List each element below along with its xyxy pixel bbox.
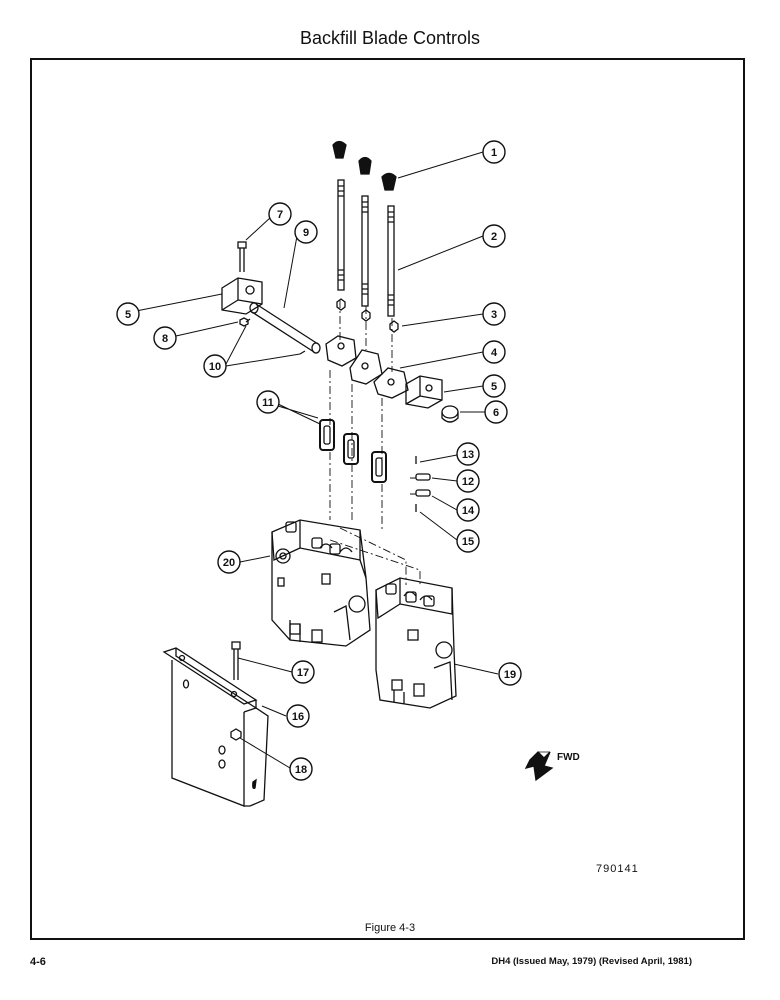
- svg-text:19: 19: [504, 669, 516, 681]
- pivot-pin: [249, 302, 321, 354]
- drawing-number: 790141: [596, 863, 639, 875]
- cotter-pins: [245, 318, 306, 355]
- callout-13: 13: [456, 442, 480, 466]
- callout-6: 6: [484, 400, 508, 424]
- svg-text:15: 15: [462, 536, 474, 548]
- control-valve-small: [375, 577, 457, 709]
- lever-rods: [337, 179, 395, 317]
- revision-footer: DH4 (Issued May, 1979) (Revised April, 1…: [491, 956, 692, 967]
- bracket-cap-screw: [231, 641, 241, 680]
- callout-10: 10: [203, 354, 227, 378]
- callout-5-right: 5: [482, 374, 506, 398]
- svg-text:2: 2: [491, 231, 497, 243]
- callout-9: 9: [294, 220, 318, 244]
- svg-text:6: 6: [493, 407, 499, 419]
- callout-11: 11: [256, 390, 280, 414]
- svg-text:1: 1: [491, 147, 497, 159]
- control-valve-large: [271, 519, 371, 647]
- svg-text:13: 13: [462, 449, 474, 461]
- callout-15: 15: [456, 529, 480, 553]
- svg-text:7: 7: [277, 209, 283, 221]
- cap-screw-upper: [237, 241, 247, 272]
- bracket-block-lower: [405, 375, 443, 409]
- callout-4: 4: [482, 340, 506, 364]
- svg-text:8: 8: [162, 333, 168, 345]
- callout-20: 20: [217, 550, 241, 574]
- figure-frame: [30, 58, 745, 940]
- svg-text:3: 3: [491, 309, 497, 321]
- svg-text:5: 5: [491, 381, 497, 393]
- callout-5-left: 5: [116, 302, 140, 326]
- page-title: Backfill Blade Controls: [299, 28, 481, 48]
- clevis-links: [325, 335, 409, 399]
- svg-text:10: 10: [209, 361, 221, 373]
- svg-text:4: 4: [491, 347, 498, 359]
- callout-7: 7: [268, 202, 292, 226]
- mounting-bracket: [162, 647, 269, 807]
- svg-text:9: 9: [303, 227, 309, 239]
- callout-16: 16: [286, 704, 310, 728]
- svg-text:5: 5: [125, 309, 131, 321]
- callout-18: 18: [289, 757, 313, 781]
- svg-text:20: 20: [223, 557, 235, 569]
- bushing: [441, 405, 459, 423]
- bracket-nut: [230, 728, 242, 741]
- callout-14: 14: [456, 498, 480, 522]
- svg-text:16: 16: [292, 711, 304, 723]
- small-pins: [415, 456, 431, 512]
- callout-1: 1: [482, 140, 506, 164]
- callout-12: 12: [456, 469, 480, 493]
- lever-knob-right: [381, 172, 397, 191]
- nut-8: [239, 317, 249, 327]
- callout-19: 19: [498, 662, 522, 686]
- callout-8: 8: [153, 326, 177, 350]
- svg-text:12: 12: [462, 476, 474, 488]
- forward-label: FWD: [557, 752, 580, 763]
- callout-2: 2: [482, 224, 506, 248]
- svg-text:11: 11: [262, 397, 274, 409]
- figure-caption: Figure 4-3: [364, 922, 416, 934]
- forward-arrow-icon: [524, 751, 554, 782]
- svg-text:14: 14: [462, 505, 475, 517]
- leader-lines: [130, 151, 499, 769]
- lever-knob-middle: [358, 156, 372, 175]
- lever-knob-left: [332, 140, 347, 159]
- callout-3: 3: [482, 302, 506, 326]
- callout-17: 17: [291, 660, 315, 684]
- page-number: 4-6: [30, 956, 46, 968]
- center-lines: [329, 300, 421, 585]
- svg-text:18: 18: [295, 764, 307, 776]
- svg-text:17: 17: [297, 667, 309, 679]
